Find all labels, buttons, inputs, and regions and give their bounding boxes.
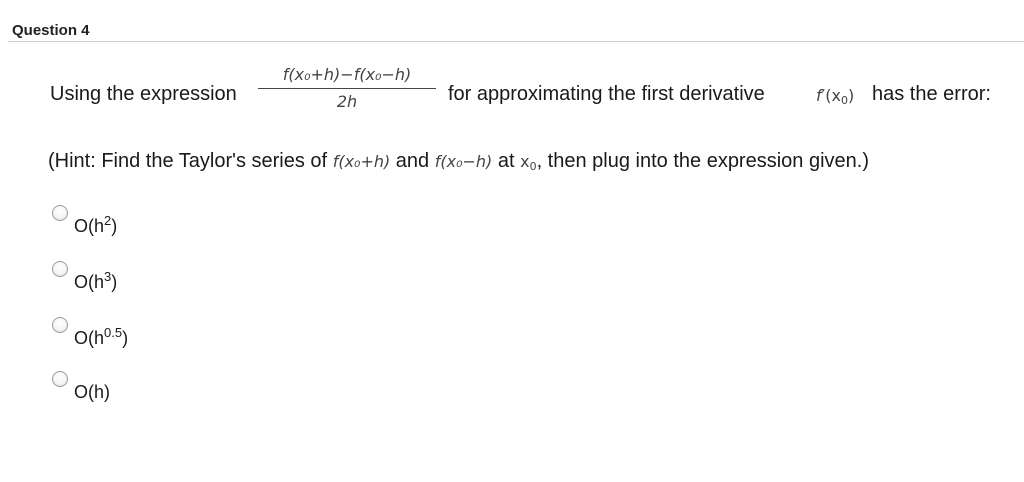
difference-fraction: f(x₀+h)−f(x₀−h) 2h	[258, 66, 436, 111]
hint-x0: x0	[520, 152, 537, 173]
fraction-denominator: 2h	[336, 92, 358, 111]
option-label: O(h3)	[74, 269, 118, 292]
option-label: O(h)	[74, 382, 110, 402]
derivative-f: f	[816, 86, 822, 105]
prompt-start: Using the expression	[50, 83, 237, 105]
hint-x0-base: x	[520, 152, 530, 171]
derivative-sub: 0	[840, 94, 848, 107]
hint-x0-sub: 0	[529, 160, 537, 173]
hint-end: , then plug into the expression given.)	[536, 150, 869, 172]
radio-button[interactable]	[52, 317, 68, 333]
hint-expr-plus: f(x₀+h)	[332, 152, 391, 171]
radio-button[interactable]	[52, 371, 68, 387]
derivative-close: )	[847, 86, 855, 105]
hint-expr-minus: f(x₀−h)	[434, 152, 493, 171]
radio-button[interactable]	[52, 205, 68, 221]
hint-text: (Hint: Find the Taylor's series of f(x₀+…	[48, 150, 869, 173]
radio-button[interactable]	[52, 261, 68, 277]
hint-at: at	[497, 150, 515, 172]
option-label: O(h2)	[74, 213, 118, 236]
fraction-bar	[258, 88, 436, 89]
hint-and: and	[395, 150, 430, 172]
option-label: O(h0.5)	[74, 325, 129, 348]
fraction-numerator: f(x₀+h)−f(x₀−h)	[282, 65, 412, 84]
hint-start: (Hint: Find the Taylor's series of	[48, 150, 328, 172]
header-divider	[8, 41, 1024, 42]
question-title: Question 4	[12, 22, 90, 39]
derivative-expression: f′(x0)	[816, 86, 854, 107]
prompt-end: has the error:	[872, 83, 991, 105]
derivative-rest: ′(x	[821, 86, 841, 105]
prompt-mid: for approximating the first derivative	[448, 83, 765, 105]
